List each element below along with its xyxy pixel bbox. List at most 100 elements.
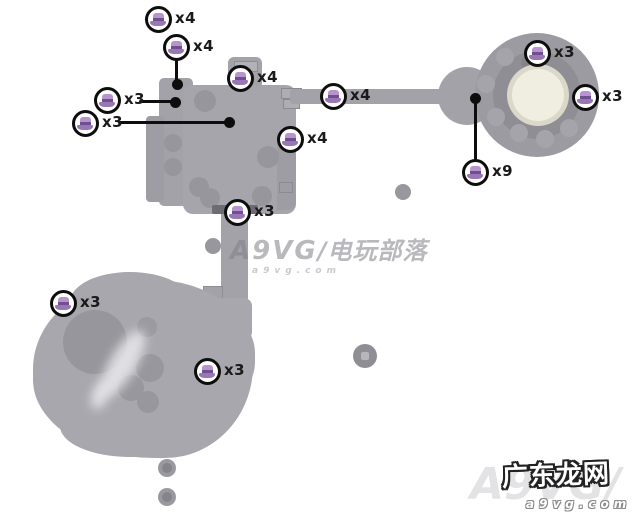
top-hat-icon xyxy=(325,89,341,103)
blob-corridor-join xyxy=(214,298,252,340)
hat-brim xyxy=(168,48,184,54)
hat-badge xyxy=(461,158,489,186)
hat-badge xyxy=(144,5,172,33)
blob-dark-knob xyxy=(137,391,159,413)
watermark-ghost-logo: A9VG/ xyxy=(470,459,621,510)
hat-badge xyxy=(93,86,121,114)
hat-badge xyxy=(71,109,99,137)
arena-bump xyxy=(487,108,505,126)
marker-count-label: x4 xyxy=(193,37,215,55)
map-dot-ring-core xyxy=(162,492,172,502)
hat-crown xyxy=(152,12,164,22)
building-knob xyxy=(164,158,182,176)
hat-band xyxy=(579,95,591,99)
hat-crown xyxy=(327,89,339,99)
watermark-group: /电玩部落 xyxy=(317,237,428,265)
building-knob xyxy=(200,188,220,208)
hat-brim xyxy=(99,101,115,107)
top-hat-icon xyxy=(467,165,483,179)
hat-band xyxy=(284,137,296,141)
hat-crown xyxy=(101,93,113,103)
hat-crown xyxy=(201,364,213,374)
building-detail-box-3 xyxy=(279,182,293,193)
leader-line xyxy=(118,121,230,124)
top-hat-icon xyxy=(199,364,215,378)
leader-dot xyxy=(223,116,235,128)
marker-count-label: x3 xyxy=(224,361,246,379)
hat-badge xyxy=(226,64,254,92)
arena-bump xyxy=(496,48,514,66)
leader-line xyxy=(175,60,178,84)
leader-dot xyxy=(169,96,181,108)
map-dot xyxy=(395,184,411,200)
marker-count-label: x4 xyxy=(350,86,372,104)
marker-count-label: x4 xyxy=(257,68,279,86)
blob-lobe-bottom xyxy=(60,395,200,457)
marker-count-label: x3 xyxy=(554,43,576,61)
hat-band xyxy=(234,76,246,80)
watermark-brand: A9VG xyxy=(230,236,318,266)
watermark-corner: A9VG/ 广东龙网 a9vg.com xyxy=(468,455,640,517)
hat-crown xyxy=(284,132,296,142)
hat-crown xyxy=(579,90,591,100)
watermark-corner-site: a9vg.com xyxy=(526,497,632,511)
hat-brim xyxy=(282,140,298,146)
leader-line xyxy=(139,100,176,103)
hat-band xyxy=(152,17,164,21)
hat-crown xyxy=(170,40,182,50)
hat-band xyxy=(201,369,213,373)
hat-badge xyxy=(276,125,304,153)
building-knob xyxy=(252,186,272,206)
hat-brim xyxy=(55,304,71,310)
hat-band xyxy=(231,210,243,214)
hat-badge xyxy=(49,289,77,317)
hat-brim xyxy=(232,79,248,85)
arena-bump xyxy=(560,119,578,137)
hat-crown xyxy=(234,71,246,81)
hat-badge xyxy=(523,39,551,67)
hat-badge xyxy=(571,83,599,111)
hat-crown xyxy=(57,296,69,306)
watermark-corner-title: 广东龙网 xyxy=(501,459,611,493)
top-hat-icon xyxy=(150,12,166,26)
hat-brim xyxy=(229,213,245,219)
hat-band xyxy=(57,301,69,305)
top-hat-icon xyxy=(168,40,184,54)
watermark-a9vg-center: A9VG/电玩部落 a9vg.com xyxy=(230,238,427,276)
hat-brim xyxy=(529,54,545,60)
hat-badge xyxy=(193,357,221,385)
hat-crown xyxy=(531,46,543,56)
hat-crown xyxy=(79,116,91,126)
blob-dark-knob xyxy=(136,354,164,382)
top-hat-icon xyxy=(55,296,71,310)
marker-count-label: x9 xyxy=(492,162,514,180)
top-hat-icon xyxy=(77,116,93,130)
corridor-east xyxy=(290,89,460,104)
watermark-site-url: a9vg.com xyxy=(252,266,341,276)
hat-band xyxy=(327,94,339,98)
building-left-annex-2 xyxy=(146,116,164,202)
hat-badge xyxy=(319,82,347,110)
watermark-a9vg-text: A9VG/电玩部落 xyxy=(230,238,427,264)
building-knob xyxy=(194,90,216,112)
hat-crown xyxy=(231,205,243,215)
building-knob xyxy=(257,146,279,168)
hat-brim xyxy=(325,97,341,103)
hat-badge xyxy=(223,198,251,226)
hat-brim xyxy=(467,173,483,179)
hat-band xyxy=(170,45,182,49)
hat-badge xyxy=(162,33,190,61)
hat-brim xyxy=(150,20,166,26)
top-hat-icon xyxy=(529,46,545,60)
marker-count-label: x3 xyxy=(124,90,146,108)
top-hat-icon xyxy=(232,71,248,85)
leader-line xyxy=(474,98,477,160)
hat-crown xyxy=(469,165,481,175)
marker-count-label: x3 xyxy=(80,293,102,311)
arena-bump xyxy=(477,75,495,93)
marker-count-label: x4 xyxy=(307,129,329,147)
marker-count-label: x3 xyxy=(254,202,276,220)
arena-inner-core xyxy=(512,69,564,121)
leader-dot xyxy=(171,78,183,90)
